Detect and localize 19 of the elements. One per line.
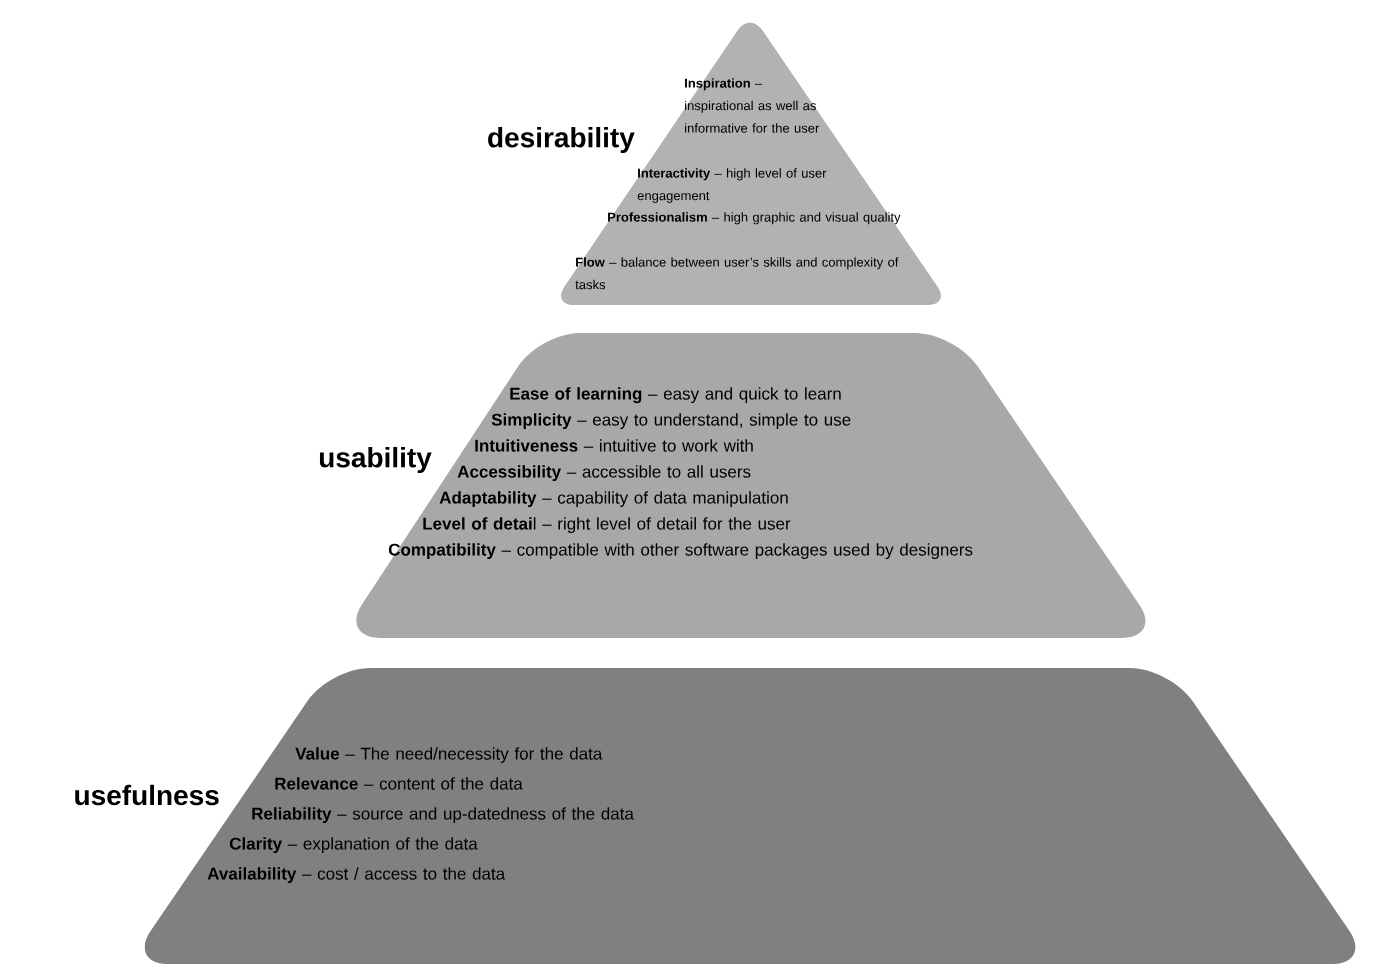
list-item: Level of detail – right level of detail for the user <box>423 517 791 534</box>
layer-heading: usability <box>319 446 432 474</box>
list-item: Interactivity – high level of user engagement <box>637 168 827 203</box>
list-item: Clarity – explanation of the data <box>229 837 478 854</box>
layer-heading: desirability <box>488 126 635 154</box>
list-item: Compatibility – compatible with other software packages used by designers <box>388 543 973 560</box>
list-item: Relevance – content of the data <box>275 777 523 790</box>
list-item: Adaptability – capability of data manipulation <box>439 491 788 508</box>
list-item: Value – The need/necessity for the data <box>295 747 603 764</box>
list-item: Professionalism – high graphic and visual quality <box>608 212 901 225</box>
list-item: Reliability – source and up-datedness of the data <box>252 807 634 824</box>
layer-heading: usefulness <box>75 784 219 806</box>
list-item: Flow – balance between user’s skills and complexity of tasks <box>575 257 899 290</box>
list-item: Availability – cost / access to the data <box>207 867 506 884</box>
list-item: Ease of learning – easy and quick to learn <box>510 387 841 404</box>
list-item: Accessibility – accessible to all users <box>457 465 751 482</box>
list-item: Simplicity – easy to understand, simple to use <box>491 413 851 430</box>
list-item: Inspiration – inspirational as well as informative for the user <box>685 78 820 133</box>
list-item: Intuitiveness – intuitive to work with <box>475 439 753 452</box>
